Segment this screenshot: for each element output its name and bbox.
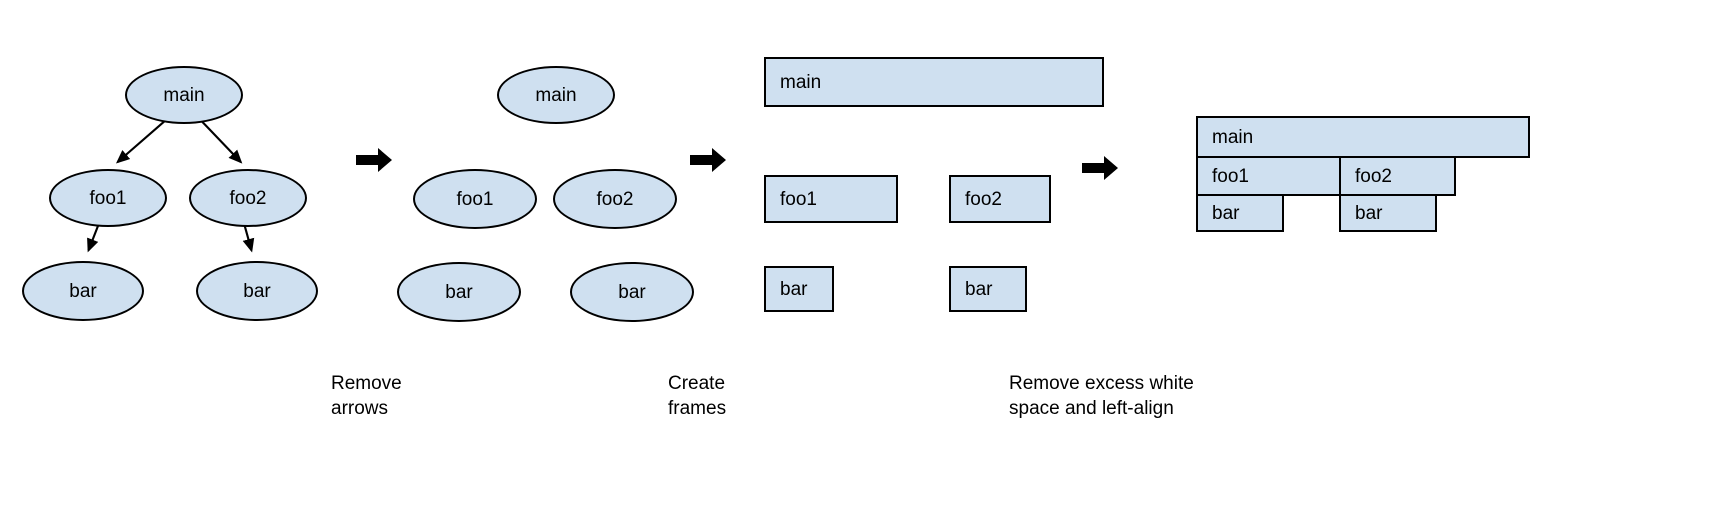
plain-node-bar-right[interactable]: bar xyxy=(570,262,694,322)
tree-node-foo1[interactable]: foo1 xyxy=(49,169,167,227)
right-arrow-icon-3 xyxy=(1082,155,1118,181)
tree-node-main-label: main xyxy=(163,84,205,106)
flame-frame-bar-left-label: bar xyxy=(1212,202,1240,224)
tree-node-foo2-label: foo2 xyxy=(229,187,267,209)
tree-node-foo2[interactable]: foo2 xyxy=(189,169,307,227)
frame-bar-right[interactable]: bar xyxy=(949,266,1027,312)
plain-node-foo1[interactable]: foo1 xyxy=(413,169,537,229)
frame-foo1[interactable]: foo1 xyxy=(764,175,898,223)
plain-node-foo1-label: foo1 xyxy=(456,188,494,210)
flame-frame-bar-right[interactable]: bar xyxy=(1339,194,1437,232)
flame-frame-main[interactable]: main xyxy=(1196,116,1530,158)
transition-caption-1: Remove arrows xyxy=(331,373,402,419)
stage-call-tree: main foo1 foo2 bar bar xyxy=(0,0,340,340)
flame-frame-bar-right-label: bar xyxy=(1355,202,1383,224)
frame-bar-right-label: bar xyxy=(965,278,993,300)
plain-node-main[interactable]: main xyxy=(497,66,615,124)
stage-frames: main foo1 foo2 bar bar xyxy=(764,0,1104,340)
frame-main[interactable]: main xyxy=(764,57,1104,107)
tree-node-foo1-label: foo1 xyxy=(89,187,127,209)
flame-frame-foo1[interactable]: foo1 xyxy=(1196,156,1341,196)
transition-caption-3: Remove excess white space and left-align xyxy=(1009,373,1194,419)
frame-foo2-label: foo2 xyxy=(965,188,1002,210)
flame-frame-foo2-label: foo2 xyxy=(1355,165,1392,187)
flame-frame-bar-left[interactable]: bar xyxy=(1196,194,1284,232)
right-arrow-icon-2 xyxy=(690,147,726,173)
edge-main-foo2 xyxy=(196,115,243,164)
stage-flame-graph: main foo1 foo2 bar bar xyxy=(1196,0,1536,340)
edge-main-foo1 xyxy=(115,115,171,164)
frame-main-label: main xyxy=(780,71,822,93)
plain-node-main-label: main xyxy=(535,84,577,106)
frame-foo1-label: foo1 xyxy=(780,188,817,210)
plain-node-bar-right-label: bar xyxy=(618,281,646,303)
plain-node-bar-left[interactable]: bar xyxy=(397,262,521,322)
stage-no-arrows: main foo1 foo2 bar bar xyxy=(390,0,720,340)
plain-node-foo2-label: foo2 xyxy=(596,188,634,210)
tree-node-bar-right[interactable]: bar xyxy=(196,261,318,321)
flame-frame-foo2[interactable]: foo2 xyxy=(1339,156,1456,196)
transition-caption-2: Create frames xyxy=(668,373,727,419)
right-arrow-icon-1 xyxy=(356,147,392,173)
plain-node-foo2[interactable]: foo2 xyxy=(553,169,677,229)
frame-bar-left-label: bar xyxy=(780,278,808,300)
tree-node-main[interactable]: main xyxy=(125,66,243,124)
flame-frame-main-label: main xyxy=(1212,126,1254,148)
plain-node-bar-left-label: bar xyxy=(445,281,473,303)
frame-bar-left[interactable]: bar xyxy=(764,266,834,312)
tree-node-bar-left-label: bar xyxy=(69,280,97,302)
tree-node-bar-right-label: bar xyxy=(243,280,271,302)
frame-foo2[interactable]: foo2 xyxy=(949,175,1051,223)
flame-frame-foo1-label: foo1 xyxy=(1212,165,1249,187)
tree-node-bar-left[interactable]: bar xyxy=(22,261,144,321)
